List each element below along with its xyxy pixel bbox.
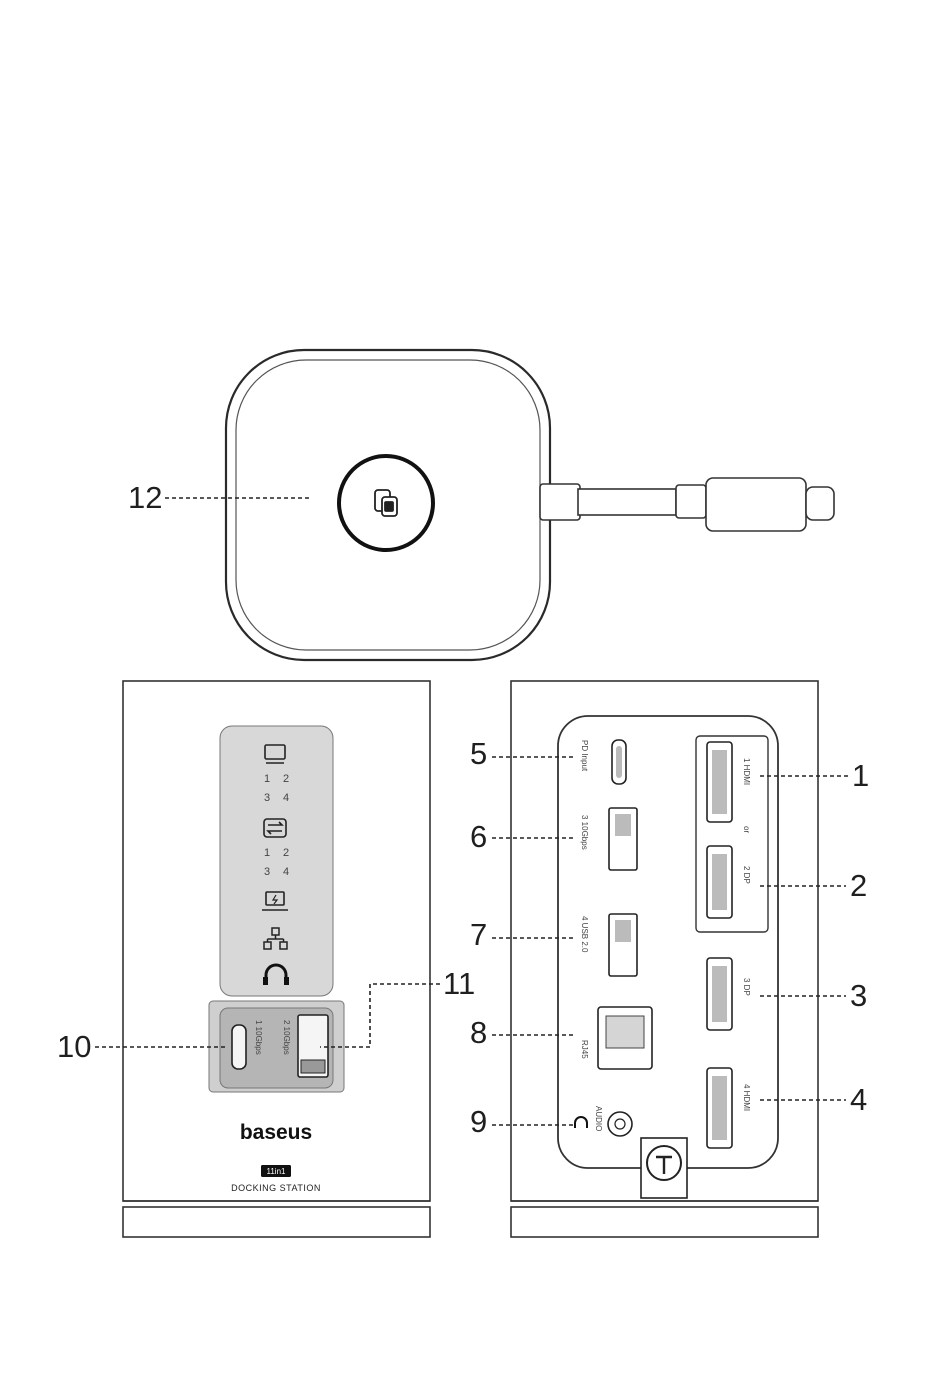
- svg-text:2: 2: [850, 868, 867, 903]
- hdmi4-label: 4 HDMI: [742, 1084, 751, 1111]
- dp2-label: 2 DP: [742, 866, 751, 884]
- usb-num-4: 4: [283, 866, 289, 878]
- product-name: DOCKING STATION: [231, 1183, 321, 1193]
- svg-text:9: 9: [470, 1104, 487, 1139]
- usb-c-cable: [540, 478, 834, 531]
- brand-logo: baseus: [240, 1121, 312, 1144]
- pd-input-label: PD Input: [580, 740, 589, 772]
- rj45-label: RJ45: [580, 1040, 589, 1059]
- display-num-2: 2: [283, 773, 289, 785]
- port-1-speed-label: 1 10Gbps: [254, 1020, 263, 1055]
- usb-num-2: 2: [283, 847, 289, 859]
- svg-text:11: 11: [443, 966, 475, 1001]
- back-view: PD Input 3 10Gbps 4 USB 2.0 RJ45 AUDIO 1…: [511, 681, 818, 1237]
- usb4-label: 4 USB 2.0: [580, 916, 589, 953]
- display-num-4: 4: [283, 792, 289, 804]
- usb3-label: 3 10Gbps: [580, 815, 589, 850]
- puck-controller: [226, 350, 550, 660]
- usb-num-1: 1: [264, 847, 270, 859]
- svg-text:5: 5: [470, 736, 487, 771]
- hdmi1-label: 1 HDMI: [742, 758, 751, 785]
- svg-text:3: 3: [850, 978, 867, 1013]
- indicator-panel: [220, 726, 333, 996]
- front-base: [123, 1207, 430, 1237]
- or-label: or: [742, 826, 751, 833]
- svg-text:7: 7: [470, 917, 487, 952]
- usb-c-port-1[interactable]: [232, 1025, 246, 1069]
- lock-slot: [641, 1138, 687, 1198]
- audio-label: AUDIO: [594, 1106, 603, 1131]
- svg-text:8: 8: [470, 1015, 487, 1050]
- display-num-1: 1: [264, 773, 270, 785]
- svg-text:4: 4: [850, 1082, 867, 1117]
- svg-text:10: 10: [57, 1029, 91, 1064]
- back-base: [511, 1207, 818, 1237]
- svg-text:1: 1: [852, 758, 869, 793]
- port-2-speed-label: 2 10Gbps: [282, 1020, 291, 1055]
- svg-text:12: 12: [128, 480, 162, 515]
- dp3-label: 3 DP: [742, 978, 751, 996]
- model-badge-text: 11in1: [267, 1167, 287, 1176]
- display-num-3: 3: [264, 792, 270, 804]
- front-view: 1 2 3 4 1 2 3 4: [123, 681, 430, 1237]
- svg-text:6: 6: [470, 819, 487, 854]
- usb-num-3: 3: [264, 866, 270, 878]
